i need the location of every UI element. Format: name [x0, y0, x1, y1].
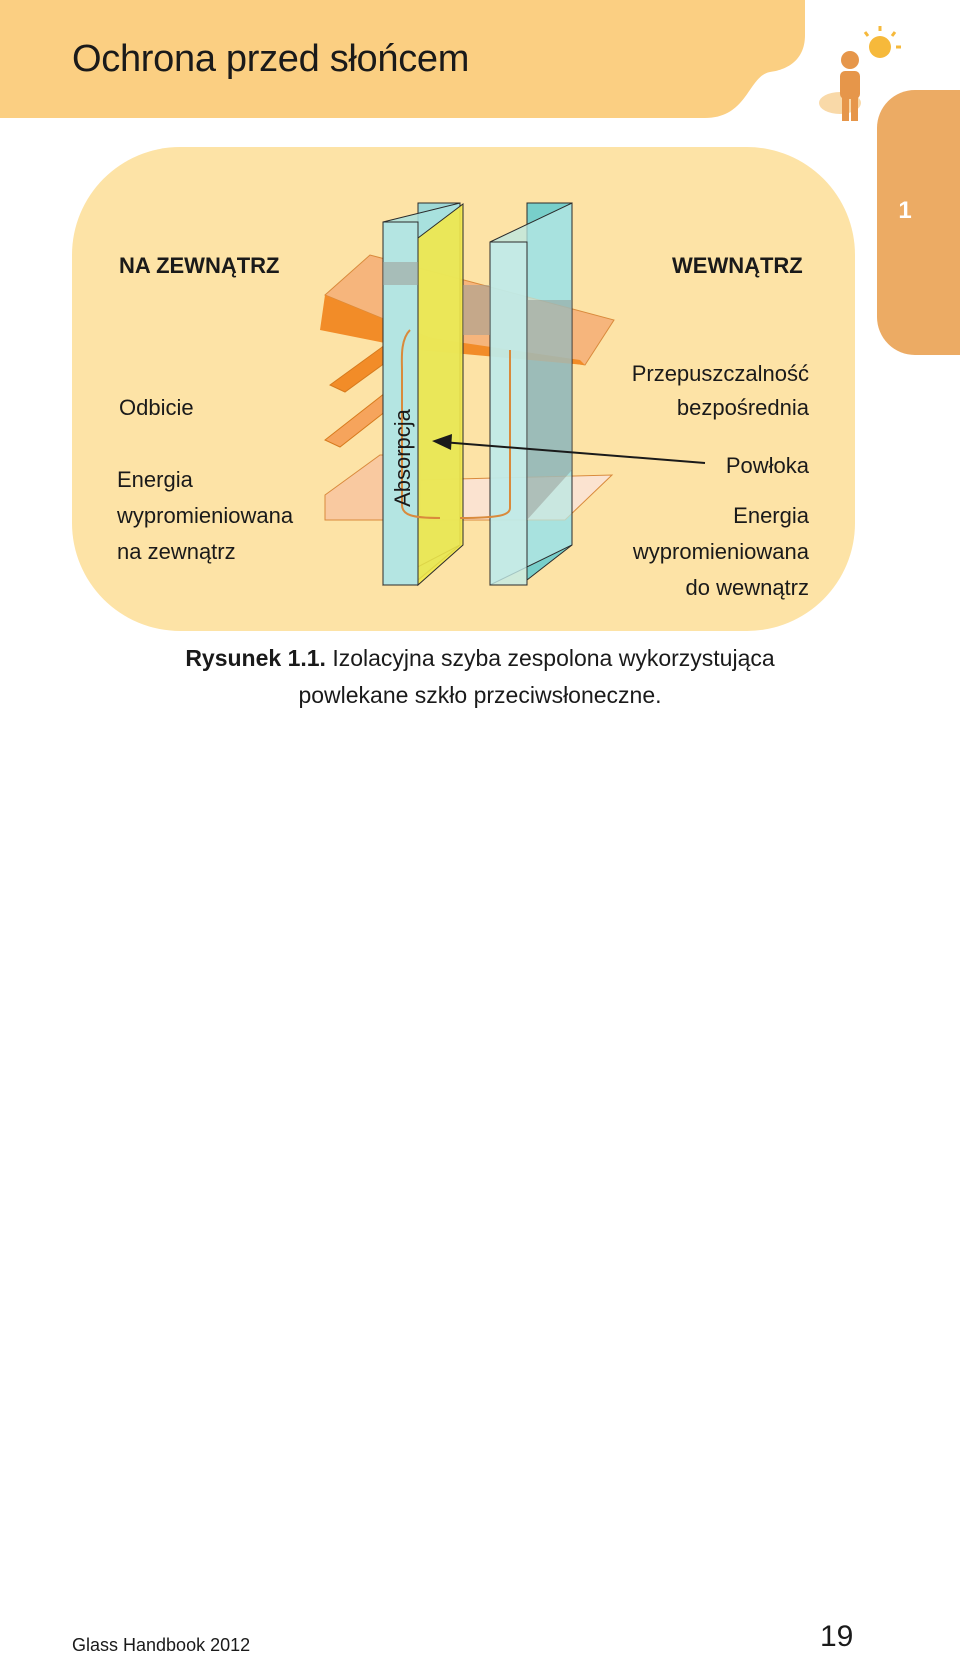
outward-energy-label-line3: na zewnątrz	[117, 539, 236, 564]
page-title: Ochrona przed słońcem	[72, 38, 470, 80]
reflection-label: Odbicie	[119, 395, 194, 420]
coating-label: Powłoka	[725, 453, 809, 478]
caption-number: Rysunek 1.1.	[185, 645, 326, 671]
header-band	[0, 0, 805, 118]
direct-transmission-label-line1: Przepuszczalność	[631, 361, 809, 386]
absorption-label: Absorpcja	[390, 409, 415, 507]
outward-energy-label-line2: wypromieniowana	[117, 503, 294, 528]
outside-label: NA ZEWNĄTRZ	[119, 253, 280, 278]
chapter-tab	[877, 90, 960, 355]
page-number: 19	[820, 1620, 854, 1653]
figure-caption: Rysunek 1.1. Izolacyjna szyba zespolona …	[140, 640, 820, 714]
outward-energy-label-line1: Energia	[117, 467, 193, 492]
footer-book-title: Glass Handbook 2012	[72, 1635, 251, 1655]
person-sun-icon	[819, 26, 901, 121]
inside-label: WEWNĄTRZ	[672, 253, 803, 278]
chapter-number: 1	[898, 197, 912, 224]
inward-energy-label-line3: do wewnątrz	[685, 575, 809, 600]
caption-text-line1: Izolacyjna szyba zespolona wykorzystując…	[332, 645, 775, 671]
inward-energy-label-line2: wypromieniowana	[632, 539, 809, 564]
direct-transmission-label-line2: bezpośrednia	[676, 395, 809, 420]
inward-energy-label-line1: Energia	[733, 503, 809, 528]
caption-text-line2: powlekane szkło przeciwsłoneczne.	[298, 682, 662, 708]
